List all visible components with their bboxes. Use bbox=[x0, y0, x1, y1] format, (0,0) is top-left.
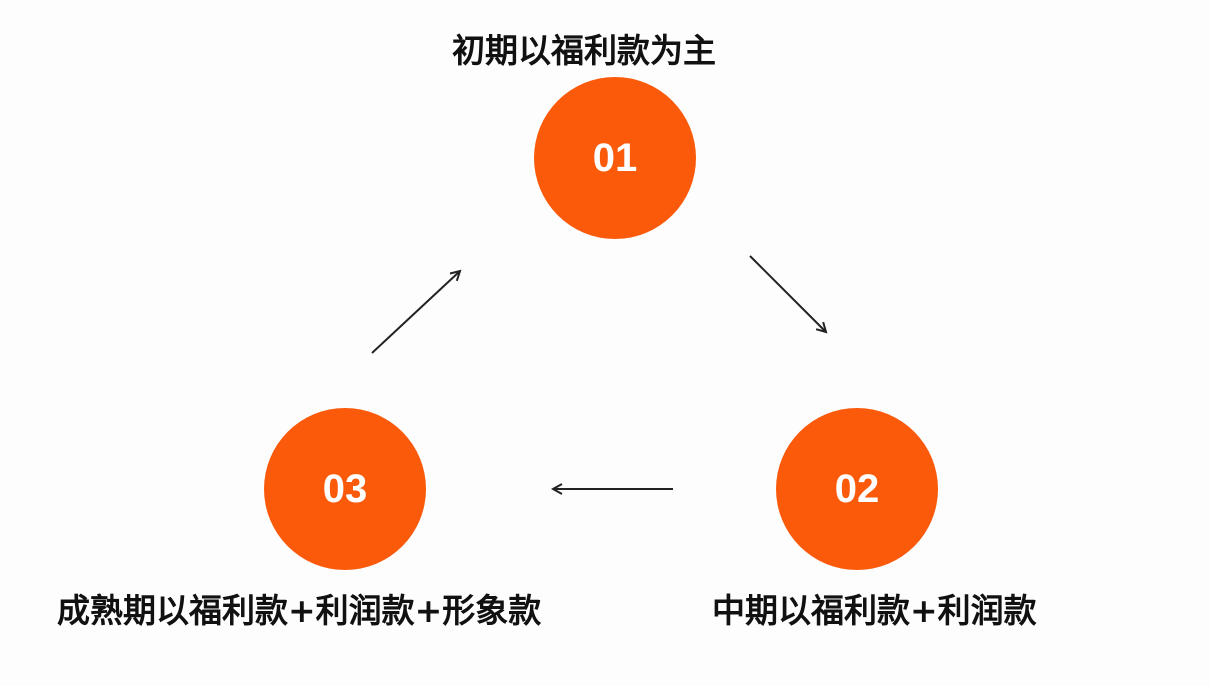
stage-3-circle: 03 bbox=[264, 408, 426, 570]
arrow-3-to-1 bbox=[371, 271, 460, 354]
stage-3-label: 成熟期以福利款+利润款+形象款 bbox=[57, 591, 542, 630]
stage-1-label: 初期以福利款为主 bbox=[452, 31, 716, 70]
stage-1-number: 01 bbox=[592, 135, 638, 180]
stage-2-label: 中期以福利款+利润款 bbox=[712, 591, 1037, 630]
stage-1-circle: 01 bbox=[534, 77, 696, 239]
stage-3-number: 03 bbox=[322, 466, 368, 511]
stage-2-circle: 02 bbox=[776, 408, 938, 570]
arrow-1-to-2 bbox=[749, 255, 826, 332]
stage-2-number: 02 bbox=[834, 466, 880, 511]
